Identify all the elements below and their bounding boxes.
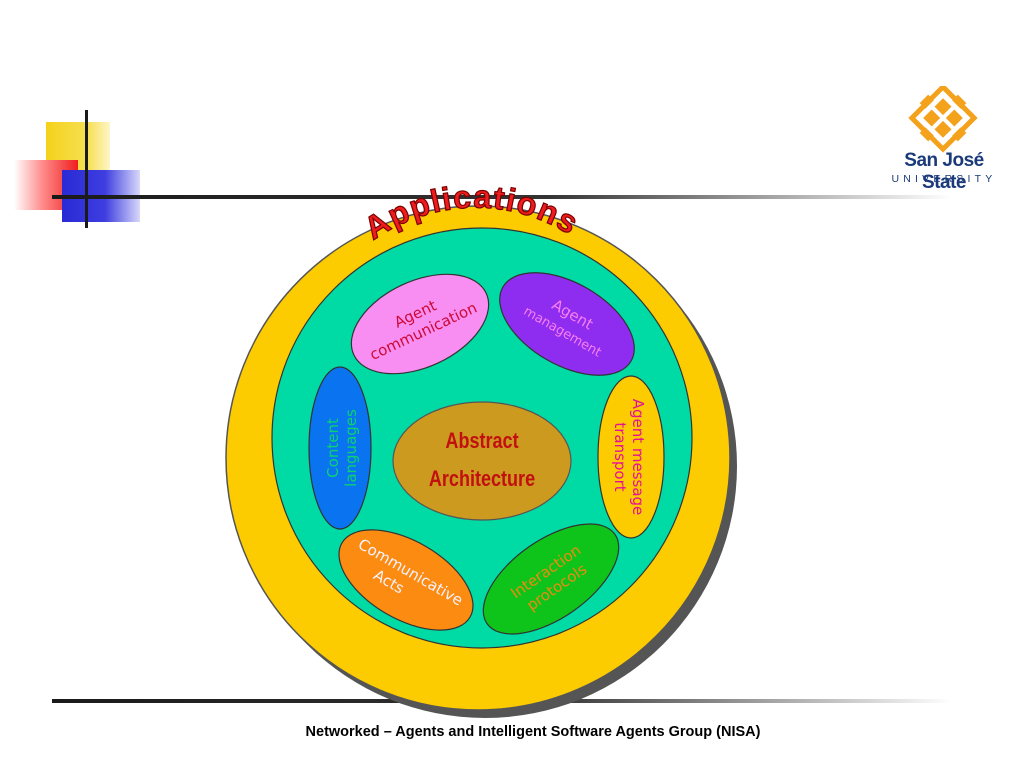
logo-subtitle: UNIVERSITY: [891, 173, 997, 185]
sjsu-logo-icon: [908, 86, 978, 153]
center-ellipse: [392, 401, 572, 521]
agent-message-transport-label-2: transport: [611, 422, 629, 491]
content-languages-label-2: languages: [342, 409, 360, 487]
agent-message-transport-node: Agent message transport: [597, 375, 665, 539]
center-label-line2: Architecture: [429, 467, 535, 491]
agent-management-node: Agent management: [499, 272, 635, 376]
content-languages-node: Content languages: [308, 366, 372, 530]
title-divider-line: [52, 195, 952, 199]
decor-vertical-line: [85, 110, 88, 228]
interaction-protocols-node: Interaction protocols: [482, 523, 620, 635]
logo-name: San José State: [904, 150, 984, 193]
footer-text: Networked – Agents and Intelligent Softw…: [305, 724, 761, 740]
content-languages-label-1: Content: [324, 418, 342, 478]
center-label-line1: Abstract: [445, 429, 518, 453]
agent-message-transport-label-1: Agent message: [629, 399, 647, 516]
